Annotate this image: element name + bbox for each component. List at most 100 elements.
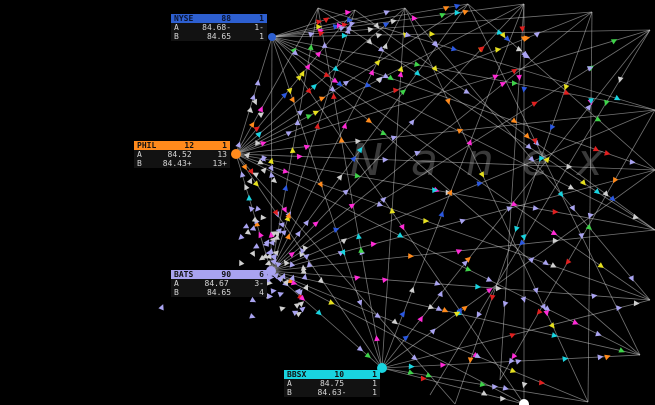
quote-marker — [270, 288, 277, 294]
quote-marker — [557, 190, 564, 198]
quote-marker — [317, 181, 323, 188]
quote-marker — [272, 209, 278, 216]
quote-marker — [563, 83, 570, 91]
quote-marker — [289, 261, 296, 268]
quote-marker — [265, 249, 272, 256]
ask-label: A — [137, 150, 142, 159]
quote-marker — [356, 233, 362, 240]
connection-line — [271, 36, 641, 356]
quote-marker — [365, 82, 372, 88]
quote-marker — [332, 65, 339, 72]
quote-marker — [435, 305, 443, 311]
quote-marker — [345, 9, 352, 16]
quote-marker — [276, 276, 283, 283]
quote-marker — [509, 367, 517, 373]
quote-marker — [315, 309, 322, 316]
quote-marker — [366, 38, 373, 45]
quote-marker — [411, 15, 418, 22]
quote-marker — [532, 205, 539, 211]
quote-marker — [323, 17, 330, 23]
quote-marker — [604, 150, 611, 156]
quote-marker — [614, 94, 621, 101]
bid-size: 4 — [259, 288, 264, 297]
quote-marker — [285, 212, 291, 219]
quote-marker — [566, 163, 573, 170]
connection-line — [467, 3, 641, 356]
quote-marker — [349, 21, 356, 27]
quote-marker — [356, 345, 364, 352]
quote-marker — [354, 275, 361, 281]
quote-marker — [500, 395, 506, 402]
connection-line — [499, 3, 525, 381]
quote-marker — [407, 369, 414, 375]
quote-marker — [514, 225, 520, 232]
quote-marker — [409, 286, 415, 294]
quote-marker — [382, 72, 389, 79]
quote-marker — [586, 66, 594, 72]
quote-marker — [244, 152, 250, 159]
quote-marker — [538, 379, 545, 386]
quote-marker — [292, 310, 299, 316]
quote-marker — [355, 138, 362, 145]
exchange-node — [266, 266, 276, 276]
quote-marker — [257, 106, 263, 113]
quote-marker — [347, 17, 353, 23]
quote-marker — [528, 257, 535, 264]
quote-marker — [543, 310, 550, 317]
connection-line — [235, 153, 383, 369]
quote-marker — [511, 68, 518, 75]
quote-marker — [253, 126, 260, 133]
quote-marker — [289, 96, 295, 103]
quote-marker — [304, 63, 311, 71]
quote-marker — [414, 61, 421, 67]
quote-marker — [466, 139, 472, 146]
quote-marker — [628, 275, 634, 282]
quote-marker — [288, 251, 295, 258]
quote-marker — [280, 273, 286, 280]
quote-marker — [503, 35, 510, 42]
bid-price: 84.65 — [206, 32, 232, 41]
connection-line — [270, 270, 525, 405]
quote-marker — [420, 375, 427, 382]
connection-line — [271, 9, 356, 38]
connection-line — [381, 3, 525, 369]
quote-marker — [291, 49, 299, 56]
quote-marker — [296, 153, 303, 160]
quote-marker — [275, 228, 282, 234]
quote-marker — [548, 322, 555, 329]
quote-marker — [536, 308, 543, 315]
quote-marker — [254, 79, 261, 86]
quote-marker — [521, 86, 528, 93]
quote-marker — [331, 93, 337, 99]
quote-marker — [286, 87, 293, 95]
ask-size: 13 — [217, 150, 227, 159]
quote-marker — [414, 69, 421, 76]
quote-marker — [499, 82, 507, 88]
quote-marker — [496, 285, 502, 292]
quote-marker — [272, 272, 279, 280]
quote-marker — [390, 135, 398, 141]
quote-marker — [299, 251, 305, 258]
connection-line — [454, 11, 593, 405]
quote-marker — [289, 147, 296, 154]
exchange-panel-bats: BATS 90 6 A 84.67 3- B 84.65 4 — [171, 270, 267, 297]
quote-marker — [254, 220, 260, 227]
quote-marker — [265, 253, 272, 260]
quote-marker — [542, 259, 549, 266]
quote-marker — [423, 218, 430, 224]
quote-marker — [260, 167, 267, 174]
quote-marker — [512, 80, 518, 87]
quote-marker — [364, 352, 371, 358]
quote-marker — [333, 227, 340, 233]
quote-marker — [404, 31, 412, 38]
quote-marker — [336, 22, 343, 29]
quote-marker — [531, 101, 538, 107]
quote-marker — [264, 260, 272, 266]
exchange-name: BBSX — [287, 370, 307, 379]
quote-marker — [249, 250, 255, 257]
exchange-name: PHIL — [137, 141, 157, 150]
quote-marker — [525, 143, 532, 150]
bid-label: B — [174, 32, 179, 41]
quote-marker — [267, 293, 274, 300]
